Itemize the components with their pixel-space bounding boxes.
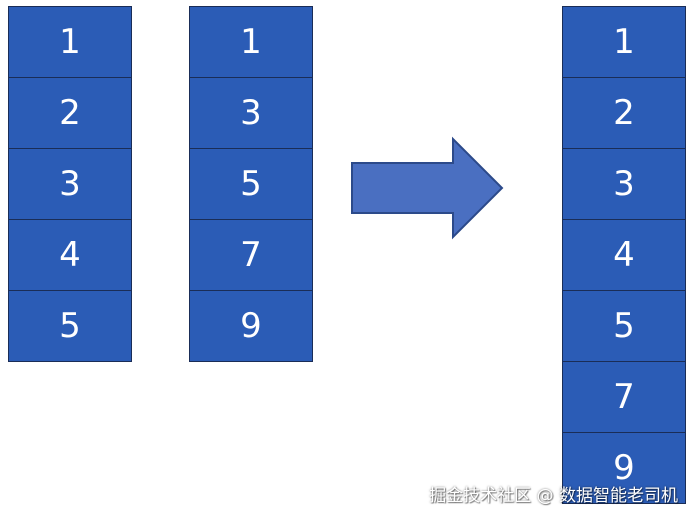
column-b-cell-5: 9 <box>189 290 313 362</box>
merged-cell-4: 4 <box>562 219 686 291</box>
merged-column: 1 2 3 4 5 7 9 <box>562 6 686 516</box>
column-a-cell-3: 3 <box>8 148 132 220</box>
right-arrow-icon <box>351 136 504 240</box>
column-b-cell-1: 1 <box>189 6 313 78</box>
column-a-cell-4: 4 <box>8 219 132 291</box>
merged-cell-7: 9 <box>562 432 686 504</box>
column-a-cell-5: 5 <box>8 290 132 362</box>
column-b-cell-2: 3 <box>189 77 313 149</box>
merged-cell-6: 7 <box>562 361 686 433</box>
column-a-cell-1: 1 <box>8 6 132 78</box>
merged-cell-5: 5 <box>562 290 686 362</box>
merged-cell-1: 1 <box>562 6 686 78</box>
watermark: 掘金技术社区 @ 数据智能老司机 <box>429 486 678 506</box>
arrow-shape <box>351 136 504 240</box>
column-b-cell-3: 5 <box>189 148 313 220</box>
merged-cell-2: 2 <box>562 77 686 149</box>
input-column-b: 1 3 5 7 9 <box>189 6 313 362</box>
column-b-cell-4: 7 <box>189 219 313 291</box>
column-a-cell-2: 2 <box>8 77 132 149</box>
input-column-a: 1 2 3 4 5 <box>8 6 132 362</box>
merged-cell-3: 3 <box>562 148 686 220</box>
